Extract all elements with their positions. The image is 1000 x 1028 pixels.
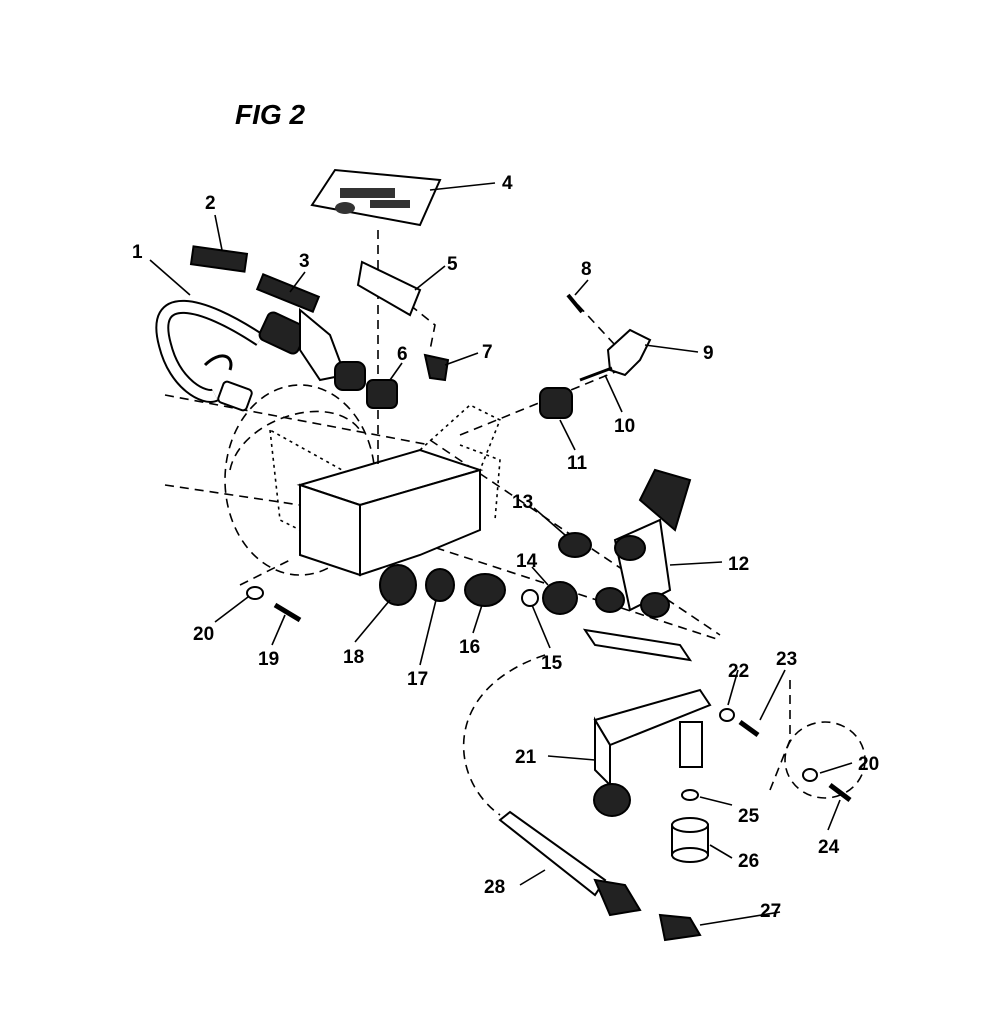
washer-part-25 [681, 789, 699, 801]
lance-part-28 [498, 810, 642, 917]
callout-6: 6 [397, 344, 408, 365]
decal-part-3 [255, 273, 321, 313]
washer-part-20b [802, 768, 818, 782]
callout-labels: 1 2 3 4 5 6 7 8 9 10 11 12 13 14 15 16 1… [132, 173, 879, 922]
nozzle-part-27 [658, 913, 702, 942]
mount-circle [784, 721, 866, 799]
callout-2: 2 [205, 193, 216, 214]
callout-4: 4 [502, 173, 513, 194]
shaft-guide-line [459, 369, 621, 436]
washer-part-15 [521, 589, 539, 607]
callout-18: 18 [343, 647, 364, 668]
hose-part [155, 299, 308, 412]
cap-guide-line [409, 304, 436, 351]
callout-16: 16 [459, 637, 480, 658]
callout-28: 28 [484, 877, 505, 898]
callout-1: 1 [132, 242, 143, 263]
fitting-part-17 [425, 568, 455, 602]
callout-17: 17 [407, 669, 428, 690]
cap-part [356, 260, 422, 317]
label-plate-part [310, 168, 442, 227]
gun-handle-part [299, 307, 366, 391]
washer-part-22 [719, 708, 735, 722]
shaft-part-10 [579, 366, 613, 382]
fitting-part-6 [366, 379, 398, 409]
callout-8: 8 [581, 259, 592, 280]
callout-21: 21 [515, 747, 537, 768]
callout-20-right: 20 [858, 754, 879, 775]
pin-guide-line [577, 304, 616, 346]
bolt-part-23 [738, 719, 760, 738]
leader-lines [149, 182, 853, 926]
pump-body-outline [164, 384, 721, 641]
callout-27: 27 [760, 901, 781, 922]
fitting-part-11 [539, 387, 573, 419]
callout-25: 25 [738, 806, 760, 827]
callout-24: 24 [818, 837, 840, 858]
fitting-part-18 [379, 564, 417, 606]
callout-9: 9 [703, 343, 714, 364]
callout-3: 3 [299, 251, 310, 272]
figure-title: FIG 2 [235, 99, 305, 130]
washer-part-20a [246, 586, 264, 600]
callout-10: 10 [614, 416, 635, 437]
callout-20-left: 20 [193, 624, 214, 645]
fitting-part-14 [542, 581, 578, 615]
callout-7: 7 [482, 342, 493, 363]
callout-14: 14 [516, 551, 538, 572]
decal-part-2 [189, 245, 249, 273]
bracket-guide-line [769, 680, 791, 791]
lance-guide-line [463, 654, 546, 816]
callout-5: 5 [447, 254, 458, 275]
callout-19: 19 [258, 649, 279, 670]
fitting-part-7 [423, 353, 450, 382]
clamp-part-9 [606, 328, 652, 377]
bolt-part-19 [273, 602, 302, 623]
fitting-part-13 [558, 532, 592, 558]
fitting-part-16 [464, 573, 506, 607]
callout-23: 23 [776, 649, 797, 670]
callout-22: 22 [728, 661, 749, 682]
callout-12: 12 [728, 554, 749, 575]
unloader-valve-part [595, 468, 692, 618]
pin-part-8 [566, 293, 584, 314]
extension-tube-part [582, 628, 693, 662]
bolt-part-24 [828, 783, 852, 802]
callout-13: 13 [512, 492, 533, 513]
callout-26: 26 [738, 851, 759, 872]
callout-15: 15 [541, 653, 563, 674]
cap-part-26 [671, 817, 709, 863]
bracket-part-21 [593, 688, 712, 817]
callout-11: 11 [567, 453, 588, 474]
